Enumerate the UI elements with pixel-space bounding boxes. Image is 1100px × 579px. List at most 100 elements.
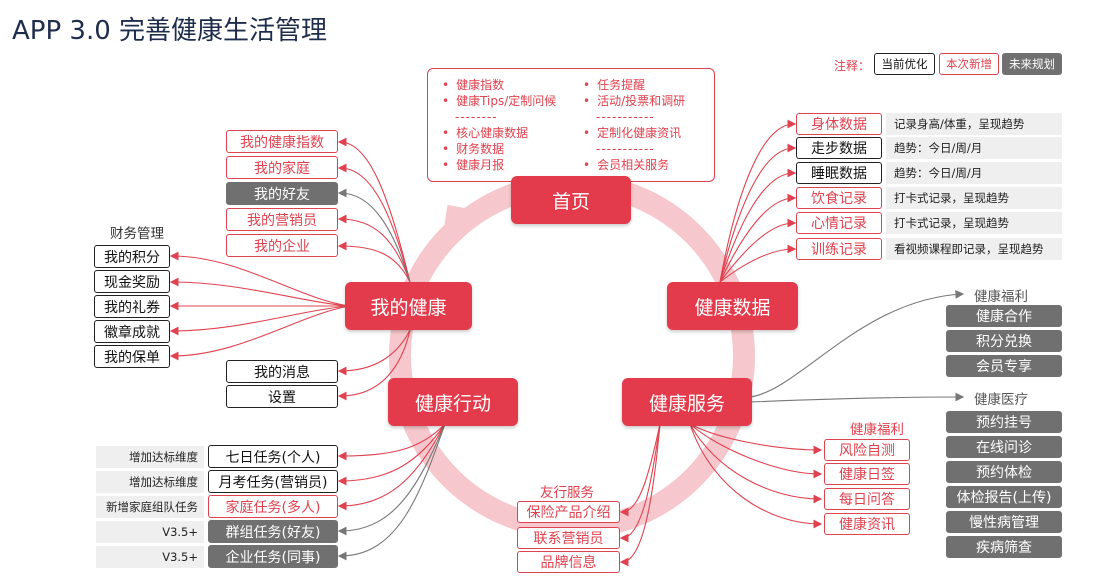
link-svc-news [689, 423, 823, 529]
link-data-sleep [719, 168, 797, 283]
item-settings[interactable]: 设置 [226, 385, 338, 408]
task-seven-day[interactable]: 七日任务(个人) [208, 445, 338, 468]
item-my-coupons[interactable]: 我的礼券 [94, 295, 170, 318]
home-item: 财务数据 [442, 141, 556, 157]
link-mine-msg [337, 329, 411, 376]
link-mine-policy [169, 305, 351, 361]
item-my-agent[interactable]: 我的营销员 [226, 208, 338, 231]
item-contact-agent[interactable]: 联系营销员 [517, 527, 620, 549]
item-diet-record[interactable]: 饮食记录 [796, 187, 882, 209]
link-act-seven [337, 423, 446, 461]
home-item: 活动/投票和调研 [583, 93, 685, 109]
link-data-diet [719, 193, 797, 283]
link-mine-friend [337, 188, 411, 283]
item-my-health-index[interactable]: 我的健康指数 [226, 130, 338, 153]
home-item: 定制化健康资讯 [583, 125, 685, 141]
item-points-exchange[interactable]: 积分兑换 [946, 330, 1062, 352]
item-disease-screening[interactable]: 疾病筛查 [946, 536, 1062, 558]
welfare-label: 健康福利 [974, 289, 1028, 305]
item-cash-reward[interactable]: 现金奖励 [94, 270, 170, 293]
link-svc-qa [689, 423, 823, 504]
link-svc-sign [689, 423, 823, 479]
home-item: 健康月报 [442, 157, 556, 173]
item-training-record[interactable]: 训练记录 [796, 238, 882, 260]
item-body-data[interactable]: 身体数据 [796, 113, 882, 135]
link-act-month [337, 423, 446, 486]
home-item: 任务提醒 [583, 77, 685, 93]
task-family[interactable]: 家庭任务(多人) [208, 495, 338, 518]
link-act-corp [337, 423, 446, 561]
item-appointment[interactable]: 预约挂号 [946, 411, 1062, 433]
home-item: 核心健康数据 [442, 125, 556, 141]
item-sleep-data[interactable]: 睡眠数据 [796, 162, 882, 184]
item-daily-sign[interactable]: 健康日签 [824, 463, 910, 485]
item-health-cooperation[interactable]: 健康合作 [946, 305, 1062, 327]
item-my-family[interactable]: 我的家庭 [226, 156, 338, 179]
cycle-arrow [437, 204, 476, 266]
item-insurance-products[interactable]: 保险产品介绍 [517, 501, 620, 523]
page-title: APP 3.0 完善健康生活管理 [12, 16, 328, 46]
item-member-exclusive[interactable]: 会员专享 [946, 355, 1062, 377]
link-svc-product [619, 423, 661, 517]
home-item: 会员相关服务 [583, 157, 685, 173]
home-item: 健康Tips/定制问候 [442, 93, 556, 109]
task-note: V3.5+ [96, 546, 204, 568]
link-data-mood [719, 218, 797, 283]
item-my-messages[interactable]: 我的消息 [226, 360, 338, 383]
link-svc-contact [619, 423, 661, 543]
legend-new: 本次新增 [939, 53, 999, 75]
link-act-group [337, 423, 446, 536]
item-health-news[interactable]: 健康资讯 [824, 513, 910, 535]
link-svc-brand [619, 423, 661, 567]
item-my-points[interactable]: 我的积分 [94, 245, 170, 268]
item-checkup-booking[interactable]: 预约体检 [946, 461, 1062, 483]
link-mine-badge [169, 305, 351, 336]
desc-diet-record: 打卡式记录，呈现趋势 [886, 187, 1062, 209]
task-note: V3.5+ [96, 521, 204, 543]
item-step-data[interactable]: 走步数据 [796, 137, 882, 159]
link-act-family [337, 423, 446, 511]
home-separator: ----------- [596, 110, 655, 124]
item-checkup-report[interactable]: 体检报告(上传) [946, 486, 1062, 508]
home-panel-left: 健康指数 健康Tips/定制问候 -------- 核心健康数据 财务数据 健康… [442, 77, 556, 173]
task-company[interactable]: 企业任务(同事) [208, 545, 338, 568]
hub-health-service[interactable]: 健康服务 [622, 378, 752, 426]
item-badges[interactable]: 徽章成就 [94, 320, 170, 343]
home-separator: ----------- [596, 142, 655, 156]
hub-home[interactable]: 首页 [511, 176, 631, 224]
home-panel: 健康指数 健康Tips/定制问候 -------- 核心健康数据 财务数据 健康… [427, 68, 715, 182]
item-online-consult[interactable]: 在线问诊 [946, 436, 1062, 458]
legend-current: 当前优化 [874, 53, 935, 75]
link-mine-cash [169, 277, 351, 307]
service-welfare-label: 健康福利 [850, 422, 904, 438]
item-my-company[interactable]: 我的企业 [226, 234, 338, 257]
finance-label: 财务管理 [110, 226, 164, 242]
item-my-policy[interactable]: 我的保单 [94, 345, 170, 368]
desc-sleep-data: 趋势：今日/周/月 [886, 162, 1062, 184]
item-chronic-management[interactable]: 慢性病管理 [946, 511, 1062, 533]
task-monthly-agent[interactable]: 月考任务(营销员) [208, 470, 338, 493]
desc-training-record: 看视频课程即记录，呈现趋势 [886, 238, 1062, 260]
link-mine-agent [337, 214, 411, 283]
item-daily-qa[interactable]: 每日问答 [824, 488, 910, 510]
hub-health-action[interactable]: 健康行动 [388, 378, 518, 426]
item-mood-record[interactable]: 心情记录 [796, 212, 882, 234]
home-separator: -------- [455, 110, 498, 124]
link-mine-points [169, 251, 351, 307]
link-mine-family [337, 163, 411, 283]
desc-step-data: 趋势：今日/周/月 [886, 137, 1062, 159]
hub-health-data[interactable]: 健康数据 [667, 282, 798, 330]
link-data-steps [719, 143, 797, 283]
task-group[interactable]: 群组任务(好友) [208, 520, 338, 543]
friendly-label: 友行服务 [540, 485, 594, 501]
item-brand-info[interactable]: 品牌信息 [517, 551, 620, 573]
link-mine-settings [337, 329, 411, 401]
item-my-friends[interactable]: 我的好友 [226, 182, 338, 205]
task-note: 新增家庭组队任务 [96, 496, 204, 518]
task-note: 增加达标维度 [96, 446, 204, 468]
link-data-train [719, 244, 797, 283]
link-svc-welfare [749, 290, 965, 398]
hub-my-health[interactable]: 我的健康 [345, 282, 472, 330]
legend-future: 未来规划 [1002, 53, 1062, 75]
item-risk-test[interactable]: 风险自测 [824, 439, 910, 461]
